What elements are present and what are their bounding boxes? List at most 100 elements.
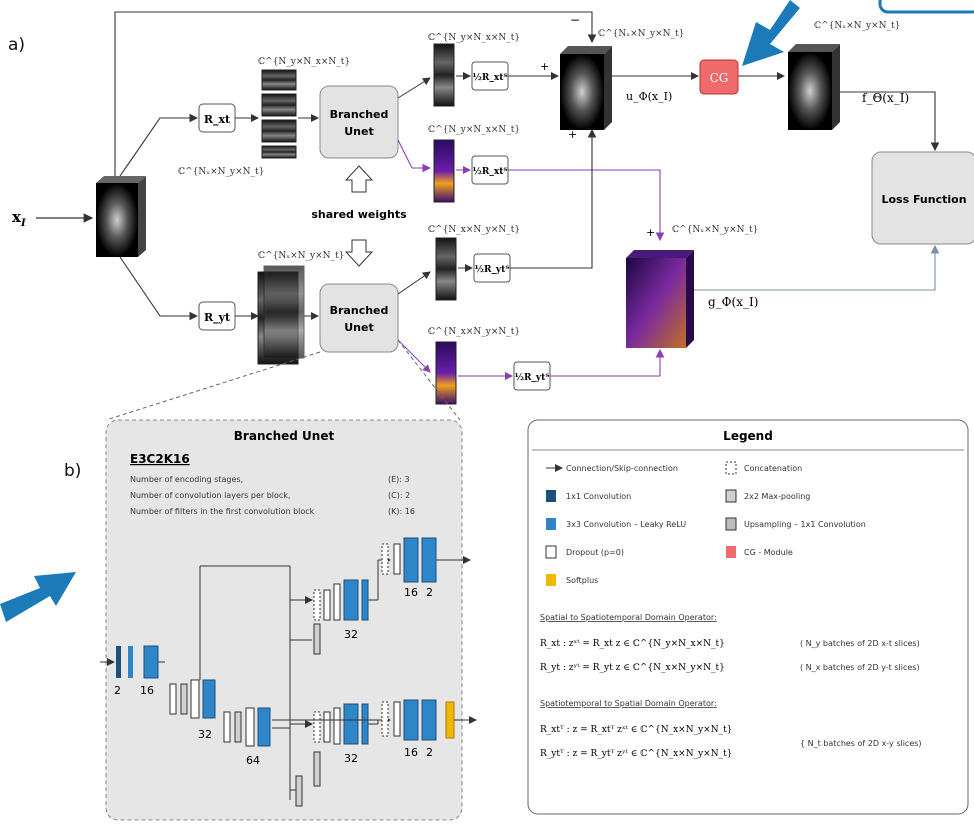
legend-eq-2: R_yt : zʸᵗ = R_yt z ∈ ℂ^{N_x×N_y×N_t} (540, 663, 725, 673)
half-rxt-t-label-2: ½R_xtᵀ (473, 166, 508, 177)
xt-stack-dims: ℂ^{N_y×N_x×N_t} (258, 57, 350, 67)
shared-weights-up-arrow-icon (344, 165, 374, 193)
op3-to-u (510, 128, 597, 269)
bottom-branch-dims-1: ℂ^{N_x×N_y×N_t} (428, 225, 520, 235)
legend-up-icon (725, 517, 737, 531)
legend-eq-3: R_xtᵀ : z = R_xtᵀ zˣᵗ ∈ ℂ^{N_x×N_y×N_t} (540, 725, 732, 735)
legend-item-pool: 2x2 Max-pooling (744, 492, 810, 501)
callout-arrow-top-icon (742, 0, 800, 66)
branched-unet-bottom-line2: Unet (344, 321, 373, 334)
callout-arrow-left-icon (0, 572, 76, 622)
branch-top-line (119, 113, 199, 177)
g-label: g_Φ(x_I) (708, 295, 758, 309)
panel-a-label: a) (8, 35, 25, 55)
callout-box-top (878, 0, 974, 14)
plus-top-1: + (540, 60, 549, 73)
panel-b-code: E3C2K16 (130, 452, 190, 466)
f-label: f_Θ(x_I) (862, 91, 909, 105)
branch-bottom-line (119, 256, 199, 321)
top-branch-image-2 (433, 139, 455, 203)
plus-mid-1: + (568, 128, 577, 141)
legend-softplus-icon (546, 574, 556, 586)
zoom-line-left (105, 351, 321, 421)
top-branch-image-1 (433, 43, 455, 107)
half-ryt-t-label-1: ½R_ytᵀ (475, 264, 510, 275)
legend-section-1: Spatial to Spatiotemporal Domain Operato… (540, 613, 717, 622)
unet-architecture (100, 537, 477, 807)
param-conv-name: Number of convolution layers per block, (130, 491, 290, 500)
unet-bottom-out-1 (397, 271, 431, 295)
zoom-line-right (397, 339, 461, 421)
input-x-label: xI (12, 208, 26, 229)
u-label: u_Φ(x_I) (626, 90, 672, 103)
legend-conv1-icon (546, 490, 556, 502)
g-to-loss (694, 244, 940, 291)
input-x-sub: I (20, 218, 26, 229)
rxt-operator-label: R_xt (204, 113, 231, 127)
legend-item-up: Upsampling – 1x1 Convolution (744, 520, 866, 529)
unet-num-u32b: 32 (344, 752, 358, 765)
unet-bottom-out-2 (397, 339, 431, 373)
bottom-branch-dims-2: ℂ^{N_x×N_y×N_t} (428, 327, 520, 337)
unet-num-d64: 64 (246, 754, 260, 767)
legend-item-connection: Connection/Skip-connection (566, 464, 678, 473)
plus-g-top: + (646, 226, 655, 239)
output-to-loss (840, 91, 940, 152)
shared-weights-label: shared weights (311, 208, 407, 221)
unet-num-in16: 16 (140, 684, 154, 697)
legend-item-conv1: 1x1 Convolution (566, 492, 631, 501)
legend-item-softplus: Softplus (566, 576, 598, 585)
legend-eq-2-note: ( N_x batches of 2D y-t slices) (800, 663, 920, 672)
skip-input-to-minus (114, 11, 597, 176)
loss-function-box (871, 151, 974, 245)
ryt-operator-label: R_yt (204, 311, 231, 325)
legend-item-dropout: Dropout (p=0) (566, 548, 624, 557)
legend-title: Legend (723, 429, 773, 443)
cg-label: CG (710, 71, 729, 85)
output-image (788, 44, 840, 130)
branched-unet-bottom (319, 283, 399, 353)
bottom-branch-image-2 (435, 341, 457, 405)
legend-concat-icon (725, 461, 737, 475)
g-dims: ℂ^{Nₓ×N_y×N_t} (672, 225, 758, 235)
top-branch-dims-1: ℂ^{N_y×N_x×N_t} (428, 33, 520, 43)
legend-eq-34-note: { N_t batches of 2D x-y slices) (800, 739, 922, 748)
branched-unet-top-line2: Unet (344, 125, 373, 138)
u-image (560, 46, 612, 130)
legend-item-cg: CG - Module (744, 548, 793, 557)
legend-eq-1: R_xt : zˣᵗ = R_xt z ∈ ℂ^{N_y×N_x×N_t} (540, 639, 725, 649)
unet-num-o16b: 16 (404, 746, 418, 759)
g-image (626, 250, 694, 348)
half-ryt-t-label-2: ½R_ytᵀ (515, 372, 550, 383)
op4-to-g (550, 348, 665, 377)
unet-num-in2: 2 (114, 684, 121, 697)
branched-unet-top (319, 85, 399, 159)
yt-slice-stack (257, 265, 305, 365)
xt-slice-stack (261, 69, 297, 159)
panel-b-label: b) (64, 461, 81, 481)
input-volume (96, 176, 146, 257)
input-dims: ℂ^{Nₓ×N_y×N_t} (178, 167, 264, 177)
branched-unet-bottom-line1: Branched (330, 304, 389, 317)
op2-to-g (508, 169, 665, 242)
unet-num-u32a: 32 (344, 628, 358, 641)
bottom-branch-image-1 (435, 237, 457, 301)
param-encoding-value: (E): 3 (388, 475, 410, 484)
legend-item-conv3: 3x3 Convolution – Leaky ReLU (566, 520, 686, 529)
unet-top-out-2 (397, 139, 432, 173)
cg-module (699, 59, 739, 95)
minus-top: − (570, 13, 580, 27)
yt-stack-dims: ℂ^{Nₓ×N_y×N_t} (258, 251, 344, 261)
legend-dropout-icon (545, 545, 557, 559)
legend-item-concat: Concatenation (744, 464, 802, 473)
legend-section-2: Spatiotemporal to Spatial Domain Operato… (540, 699, 717, 708)
unet-num-o16a: 16 (404, 586, 418, 599)
half-rxt-t-label-1: ½R_xtᵀ (473, 72, 508, 83)
legend-pool-icon (725, 489, 737, 503)
loss-function-label: Loss Function (881, 193, 966, 206)
panel-b-title: Branched Unet (234, 429, 335, 443)
unet-num-o2a: 2 (426, 586, 433, 599)
shared-weights-down-arrow-icon (344, 239, 374, 267)
legend-eq-1-note: ( N_y batches of 2D x-t slices) (800, 639, 920, 648)
